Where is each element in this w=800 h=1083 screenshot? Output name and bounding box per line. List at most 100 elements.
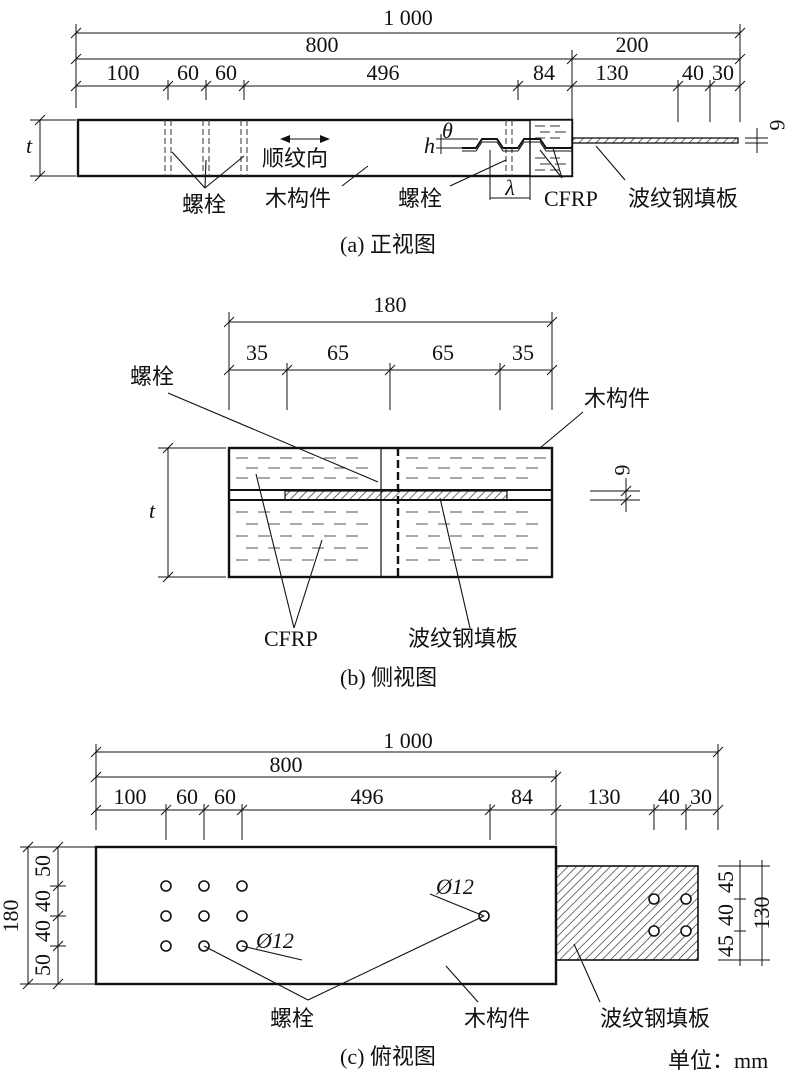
front-plate-thk-label: 6: [765, 120, 790, 131]
front-dim-200: 200: [616, 32, 649, 57]
front-caption: (a) 正视图: [340, 232, 436, 257]
side-dim-t: t: [149, 442, 226, 583]
side-view: 180 35 65 65 35 t: [130, 292, 650, 690]
top-left-40a: 40: [30, 890, 55, 912]
top-bolt-label: 螺栓: [270, 1006, 314, 1031]
top-dim-800: 800: [90, 752, 562, 845]
side-dim-segments: 35 65 65 35: [223, 340, 558, 410]
top-seg-30: 30: [690, 784, 712, 809]
top-view: 1 000 800 100 60: [0, 728, 774, 1073]
bolt-hole: [160, 940, 172, 952]
top-plate-holes: [648, 893, 692, 937]
side-seg-35a: 35: [246, 340, 268, 365]
front-seg-496: 496: [367, 60, 400, 85]
top-height-180: 180: [0, 900, 23, 933]
top-left-50a: 50: [30, 855, 55, 877]
top-seg-60a: 60: [176, 784, 198, 809]
side-wood-label: 木构件: [584, 386, 650, 411]
front-bolt-label-2: 螺栓: [398, 186, 442, 211]
top-right-45b: 45: [713, 935, 738, 957]
front-view: 1 000 800 200: [26, 5, 790, 257]
top-seg-130: 130: [588, 784, 621, 809]
side-plate-label: 波纹钢填板: [408, 626, 518, 651]
top-right-130: 130: [749, 897, 774, 930]
top-dim-800-label: 800: [270, 752, 303, 777]
top-seg-100: 100: [114, 784, 147, 809]
front-dim-total-label: 1 000: [383, 5, 433, 30]
top-right-40: 40: [713, 904, 738, 926]
side-cfrp-label: CFRP: [264, 626, 318, 651]
front-seg-40: 40: [682, 60, 704, 85]
side-dim-180: 180: [374, 292, 407, 317]
top-seg-40: 40: [658, 784, 680, 809]
front-dim-segments: 100 60 60 496 84 130 40 30: [70, 60, 746, 122]
top-steel-plate: [555, 865, 699, 961]
top-left-40b: 40: [30, 920, 55, 942]
front-corrugation-params: h θ λ: [424, 118, 531, 200]
top-right-45a: 45: [713, 871, 738, 893]
front-theta-label: θ: [442, 118, 453, 143]
front-seg-100: 100: [107, 60, 140, 85]
side-caption: (b) 侧视图: [340, 665, 437, 690]
top-left-50b: 50: [30, 954, 55, 976]
front-dim-total: 1 000: [70, 5, 746, 122]
front-bolt-label-1: 螺栓: [182, 192, 226, 217]
bolt-hole: [160, 910, 172, 922]
side-seg-65a: 65: [327, 340, 349, 365]
front-h-label: h: [424, 133, 435, 158]
front-dim-row2: 800 200: [70, 32, 746, 122]
bolt-hole: [198, 880, 210, 892]
front-dim-t: t: [26, 114, 76, 182]
top-seg-84: 84: [511, 784, 533, 809]
side-seg-35b: 35: [512, 340, 534, 365]
front-bolts-left: [164, 120, 248, 176]
front-seg-130: 130: [596, 60, 629, 85]
side-plate-thk-label: 6: [610, 465, 635, 476]
bolt-hole: [236, 880, 248, 892]
top-dim-total: 1 000: [90, 728, 724, 830]
front-plate-label: 波纹钢填板: [628, 186, 738, 211]
top-leaders: [203, 915, 601, 1003]
front-lambda-label: λ: [504, 175, 515, 200]
top-dim-segments: 100 60 60 496 84 130 40 30: [90, 784, 724, 840]
unit-label: 单位：mm: [668, 1048, 768, 1073]
top-diameter-callouts: Ø12 Ø12: [241, 874, 485, 961]
front-grain-label: 顺纹向: [262, 146, 328, 171]
bolt-hole: [198, 910, 210, 922]
bolt-hole: [236, 910, 248, 922]
top-dia-label-1: Ø12: [255, 928, 294, 953]
front-seg-60b: 60: [215, 60, 237, 85]
side-t-label: t: [149, 498, 156, 523]
front-seg-84: 84: [533, 60, 555, 85]
side-steel-plate: [284, 490, 508, 501]
side-bolt-label: 螺栓: [130, 364, 174, 389]
top-seg-60b: 60: [214, 784, 236, 809]
top-wood-label: 木构件: [464, 1006, 530, 1031]
front-seg-60a: 60: [177, 60, 199, 85]
top-dim-right: 45 40 45 130: [713, 860, 774, 966]
front-wood-label: 木构件: [265, 186, 331, 211]
front-seg-30: 30: [712, 60, 734, 85]
top-dim-left: 180 50 40 40 50: [0, 841, 96, 990]
top-bolt-holes: [160, 880, 490, 952]
front-leaders: [171, 145, 626, 189]
front-steel-plate: [462, 137, 739, 152]
front-cfrp-label: CFRP: [544, 186, 598, 211]
top-seg-496: 496: [351, 784, 384, 809]
bolt-hole: [160, 880, 172, 892]
side-dim-plate-thk: 6: [590, 465, 640, 512]
side-dim-total: 180: [223, 292, 558, 410]
front-dim-800: 800: [306, 32, 339, 57]
front-dim-plate-thk: 6: [745, 120, 790, 153]
front-t-label: t: [26, 133, 33, 158]
side-seg-65b: 65: [432, 340, 454, 365]
side-cfrp-texture: [236, 457, 546, 561]
front-grain-arrow: 顺纹向: [262, 135, 330, 171]
top-caption: (c) 俯视图: [340, 1044, 436, 1069]
side-bolt: [380, 448, 400, 577]
top-dim-total-label: 1 000: [383, 728, 433, 753]
side-leaders: [167, 392, 584, 629]
top-plate-label: 波纹钢填板: [600, 1006, 710, 1031]
top-dia-label-2: Ø12: [435, 874, 474, 899]
